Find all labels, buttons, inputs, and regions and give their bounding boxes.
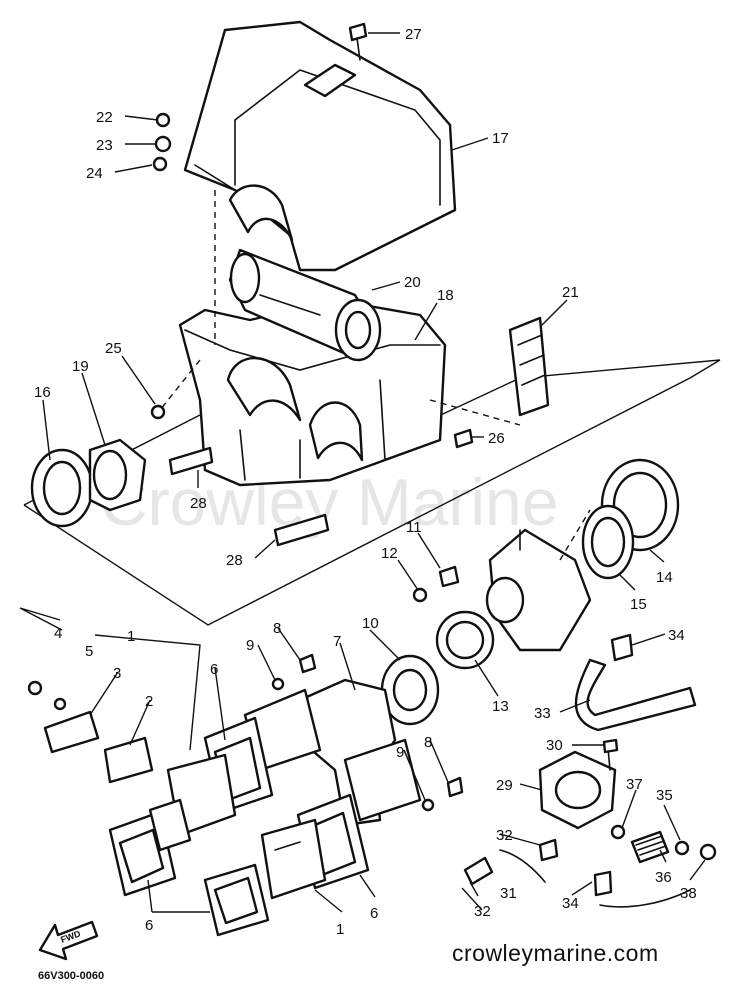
callout-36: 36 bbox=[655, 869, 672, 886]
callout-29: 29 bbox=[496, 777, 513, 794]
callout-5: 5 bbox=[85, 643, 93, 660]
callout-33: 33 bbox=[534, 705, 551, 722]
leader-lines bbox=[19, 32, 706, 913]
callout-6-lower-left: 6 bbox=[145, 917, 153, 934]
callout-2: 2 bbox=[145, 693, 153, 710]
diagram-code: 66V300-0060 bbox=[38, 970, 105, 982]
callout-1-upper: 1 bbox=[127, 628, 135, 645]
callout-11: 11 bbox=[406, 519, 422, 536]
intake-flange-left bbox=[30, 438, 147, 528]
callout-17: 17 bbox=[492, 130, 509, 147]
callout-24: 24 bbox=[86, 165, 103, 182]
alignment-guides bbox=[159, 190, 591, 561]
callout-34-lower: 34 bbox=[562, 895, 579, 912]
callout-10: 10 bbox=[362, 615, 379, 632]
intake-manifold bbox=[243, 678, 422, 827]
callout-32-lower: 32 bbox=[474, 903, 491, 920]
callout-34-upper: 34 bbox=[668, 627, 685, 644]
sponge-pads bbox=[168, 446, 330, 547]
fuel-hose bbox=[574, 633, 697, 732]
callout-32-upper: 32 bbox=[496, 827, 513, 844]
callout-23: 23 bbox=[96, 137, 113, 154]
callout-28-upper: 28 bbox=[190, 495, 207, 512]
callout-4: 4 bbox=[54, 625, 62, 642]
callout-18: 18 bbox=[437, 287, 454, 304]
reed-petals bbox=[43, 710, 154, 784]
callout-28-lower: 28 bbox=[226, 552, 243, 569]
fwd-arrow-icon: FWD bbox=[38, 920, 99, 961]
callout-15: 15 bbox=[630, 596, 647, 613]
callout-1-lower: 1 bbox=[336, 921, 344, 938]
callout-37: 37 bbox=[626, 776, 643, 793]
fuel-filter-set bbox=[463, 824, 717, 908]
fuel-pump bbox=[538, 738, 619, 830]
callout-12: 12 bbox=[381, 545, 398, 562]
air-box bbox=[178, 298, 447, 487]
callout-30: 30 bbox=[546, 737, 563, 754]
fasteners bbox=[27, 22, 474, 812]
callout-31: 31 bbox=[500, 885, 517, 902]
callout-9-lower: 9 bbox=[396, 744, 404, 761]
callout-27: 27 bbox=[405, 26, 422, 43]
intake-joint bbox=[380, 610, 495, 726]
callout-25: 25 bbox=[105, 340, 122, 357]
silencer-tube bbox=[228, 248, 382, 362]
carburetor-body bbox=[485, 528, 592, 652]
callout-20: 20 bbox=[404, 274, 421, 291]
callout-16: 16 bbox=[34, 384, 51, 401]
callout-13: 13 bbox=[492, 698, 509, 715]
callout-26: 26 bbox=[488, 430, 505, 447]
callout-22: 22 bbox=[96, 109, 113, 126]
callout-7: 7 bbox=[333, 633, 341, 650]
site-caption: crowleymarine.com bbox=[452, 940, 659, 966]
callout-35: 35 bbox=[656, 787, 673, 804]
intake-flange-right bbox=[581, 458, 680, 580]
filter-element bbox=[508, 316, 550, 417]
callout-6-upper: 6 bbox=[210, 661, 218, 678]
callout-9-upper: 9 bbox=[246, 637, 254, 654]
air-intake-cover bbox=[183, 20, 457, 272]
callout-labels: 27 22 23 24 17 20 18 21 25 19 16 26 28 2… bbox=[34, 26, 697, 938]
callout-21: 21 bbox=[562, 284, 579, 301]
callout-14: 14 bbox=[656, 569, 673, 586]
reed-valve-assembly bbox=[148, 753, 327, 900]
callout-6-lower-right: 6 bbox=[370, 905, 378, 922]
callout-8-upper: 8 bbox=[273, 620, 281, 637]
callout-38: 38 bbox=[680, 885, 697, 902]
callout-19: 19 bbox=[72, 358, 89, 375]
callout-3: 3 bbox=[113, 665, 121, 682]
callout-8-lower: 8 bbox=[424, 734, 432, 751]
